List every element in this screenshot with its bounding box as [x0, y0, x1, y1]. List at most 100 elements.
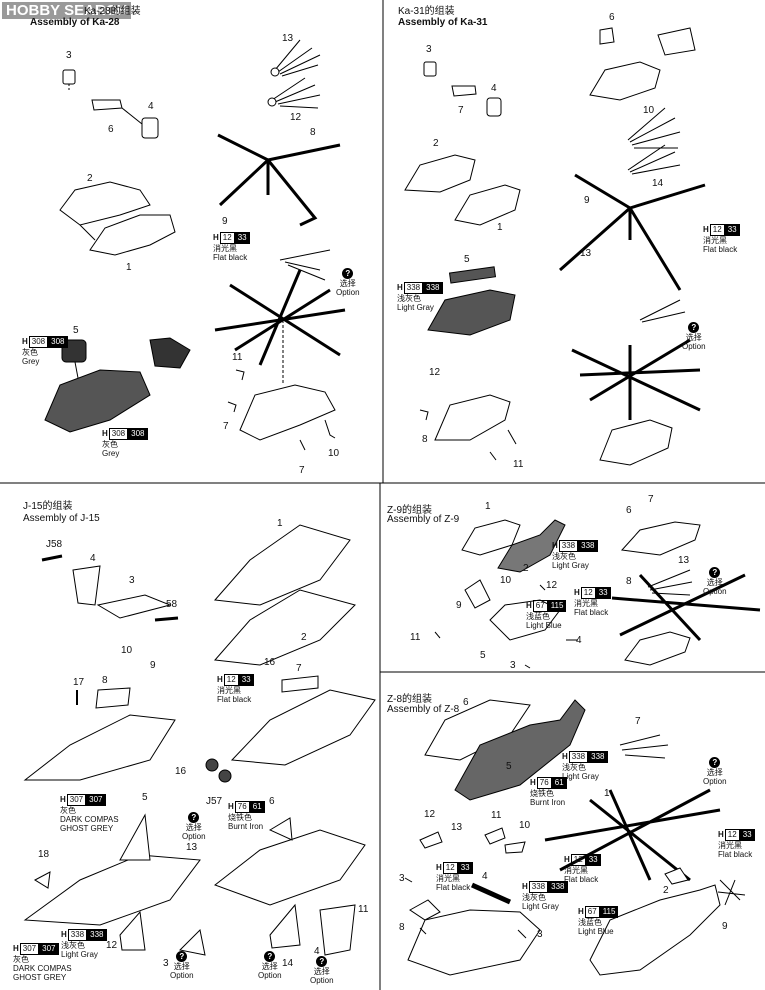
paint-code-2: 115	[547, 600, 567, 612]
paint-code-2: 33	[595, 587, 611, 599]
z9-part-13: 13	[678, 555, 690, 566]
paint-code-1: 12	[223, 674, 239, 686]
paint-code-2: 33	[238, 674, 254, 686]
j15-part-16a: 16	[264, 657, 276, 668]
option-cn: 选择	[261, 962, 278, 971]
z8-part-4: 4	[482, 871, 488, 882]
question-icon: ?	[688, 322, 700, 333]
option-en: Option	[170, 971, 194, 980]
paint-h: H	[60, 795, 66, 804]
j15-part-12: 12	[106, 940, 118, 951]
paint-code-1: 12	[724, 829, 740, 841]
paint-code-1: 12	[442, 862, 458, 874]
paint-cn: 浅灰色	[397, 294, 421, 303]
ka28-title-cn: Ka-28的组装	[84, 6, 141, 17]
z9-part-8: 8	[626, 576, 632, 587]
paint-h: H	[397, 283, 403, 292]
paint-en: Flat black	[436, 883, 471, 892]
paint-code-2: 307	[86, 794, 106, 806]
option-cn: 选择	[173, 962, 190, 971]
paint-code-2: 308	[128, 428, 148, 440]
paint-h: H	[552, 541, 558, 550]
j15-option-2: ? 选择 Option	[170, 951, 194, 980]
ka31-part-13: 13	[580, 248, 592, 259]
ka31-part-4: 4	[491, 83, 497, 94]
ka28-part-5: 5	[73, 325, 79, 336]
ka31-part-2: 2	[433, 138, 439, 149]
paint-cn: 消光黑	[217, 686, 241, 695]
ka28-part-8: 8	[310, 127, 316, 138]
z9-part-3: 3	[510, 660, 516, 671]
paint-cn: 灰色	[60, 806, 76, 815]
paint-code-2: 338	[423, 282, 443, 294]
paint-en: Light Gray	[552, 561, 589, 570]
paint-code-2: 338	[548, 881, 568, 893]
paint-code-1: 308	[28, 336, 49, 348]
ka31-drawing	[404, 27, 706, 466]
paint-code-1: 338	[558, 540, 579, 552]
z9-drawing	[434, 519, 761, 669]
ka28-part-1: 1	[126, 262, 132, 273]
z8-part-5: 5	[506, 761, 512, 772]
question-icon: ?	[264, 951, 276, 962]
ka31-title-cn: Ka-31的组装	[398, 6, 455, 17]
paint-h: H	[61, 930, 67, 939]
option-en: Option	[258, 971, 282, 980]
j15-part-16b: 16	[175, 766, 187, 777]
j15-part-J57: J57	[206, 796, 223, 807]
j15-part-3a: 3	[129, 575, 135, 586]
paint-h: H	[213, 233, 219, 242]
paint-en: Flat black	[574, 608, 609, 617]
paint-cn: 消光黑	[564, 866, 588, 875]
z8-part-13: 13	[451, 822, 463, 833]
paint-code-2: 308	[48, 336, 68, 348]
paint-h: H	[703, 225, 709, 234]
ka28-drawing	[44, 39, 346, 451]
ka31-part-14: 14	[652, 178, 664, 189]
z8-part-11: 11	[491, 810, 502, 821]
paint-en: Flat black	[217, 695, 252, 704]
paint-en: Flat black	[703, 245, 738, 254]
paint-code-1: 76	[536, 777, 552, 789]
paint-h: H	[578, 907, 584, 916]
paint-h: H	[564, 855, 570, 864]
paint-code-2: 61	[551, 777, 567, 789]
paint-cn: 浅蓝色	[526, 612, 550, 621]
paint-cn: 浅蓝色	[578, 918, 602, 927]
z9-title-en: Assembly of Z-9	[387, 514, 460, 525]
option-en: Option	[310, 976, 334, 985]
ka31-part-12: 12	[429, 367, 441, 378]
paint-cn: 烧铁色	[228, 813, 252, 822]
paint-cn: 消光黑	[718, 841, 742, 850]
ka28-part-4: 4	[148, 101, 154, 112]
option-en: Option	[703, 777, 727, 786]
paint-cn: 消光黑	[574, 599, 598, 608]
question-icon: ?	[342, 268, 354, 279]
question-icon: ?	[316, 956, 328, 967]
question-icon: ?	[188, 812, 200, 823]
paint-en: Grey	[22, 357, 40, 366]
j15-part-J58: J58	[46, 539, 63, 550]
z9-part-12: 12	[546, 580, 558, 591]
ka31-part-9: 9	[584, 195, 590, 206]
j15-part-17: 17	[73, 677, 85, 688]
ka28-part-10: 10	[328, 448, 340, 459]
paint-h: H	[530, 778, 536, 787]
ka28-part-13: 13	[282, 33, 294, 44]
paint-code-2: 33	[585, 854, 601, 866]
paint-en: Light Gray	[562, 772, 599, 781]
z9-option: ? 选择 Option	[703, 567, 727, 596]
ka31-part-10: 10	[643, 105, 655, 116]
paint-h: H	[574, 588, 580, 597]
ka28-part-7b: 7	[299, 465, 305, 476]
